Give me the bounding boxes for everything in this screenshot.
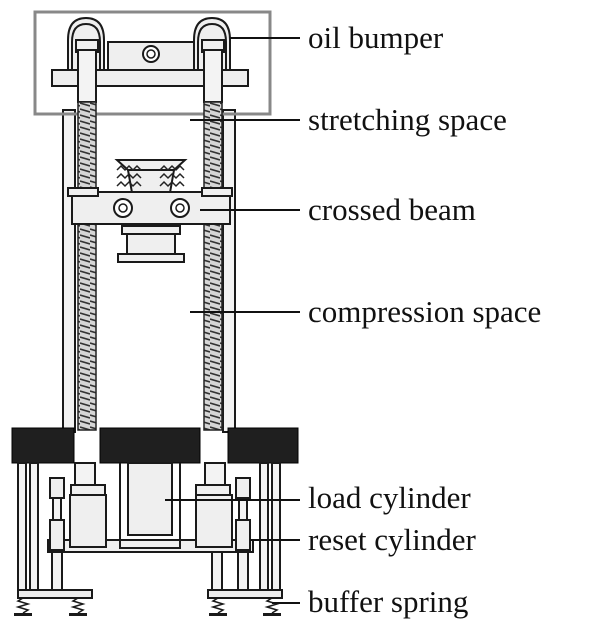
label-reset-cylinder: reset cylinder	[308, 522, 476, 557]
label-oil-bumper: oil bumper	[308, 20, 444, 55]
label-stretching-space: stretching space	[308, 102, 507, 137]
label-load-cylinder: load cylinder	[308, 480, 471, 515]
buffer-spring	[14, 597, 281, 616]
label-crossed-beam: crossed beam	[308, 192, 476, 227]
label-buffer-spring: buffer spring	[308, 584, 469, 619]
bolt-icon	[170, 198, 190, 218]
lower-frame	[17, 462, 283, 599]
leader-lines	[165, 37, 300, 604]
oil-bumper-highlight-frame	[33, 10, 272, 116]
base-blocks	[11, 427, 299, 464]
reset-cylinder	[49, 477, 251, 551]
load-cylinder	[69, 462, 233, 549]
lead-screws	[77, 49, 223, 431]
crossed-beam	[67, 159, 233, 263]
bolt-icon	[142, 45, 160, 63]
label-compression-space: compression space	[308, 294, 542, 329]
bolt-icon	[113, 198, 133, 218]
